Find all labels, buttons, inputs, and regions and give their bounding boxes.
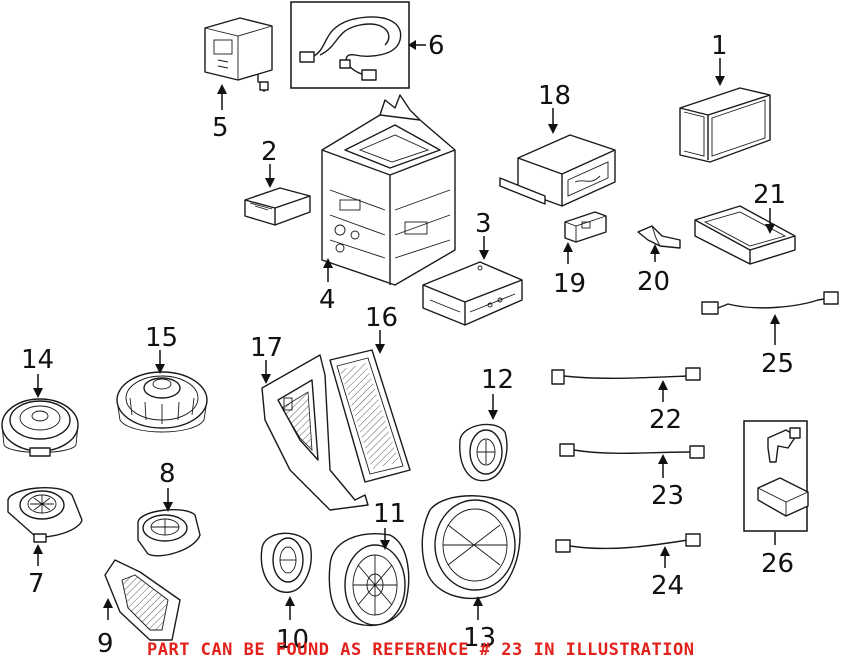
label-4: 4 [319,285,336,315]
label-5: 5 [212,113,229,143]
part-16-panel [329,349,411,483]
part-15-woofer [116,371,208,433]
label-7: 7 [28,569,45,599]
label-19: 19 [553,269,586,299]
label-18: 18 [538,81,571,111]
part-17-bracket [261,354,369,511]
label-21: 21 [753,180,786,210]
part-18-drawer [499,134,616,207]
part-5-module [204,17,273,92]
reference-labels: 1 5 6 2 4 3 18 19 20 21 25 14 15 17 16 1… [21,31,794,659]
label-14: 14 [21,345,54,375]
part-19-bracket [564,211,607,243]
part-3-module [422,261,523,326]
part-12-speaker [459,423,508,482]
label-3: 3 [475,209,492,239]
label-12: 12 [481,365,514,395]
callout-arrows [33,40,780,620]
part-22-cable [551,367,701,385]
part-4-carrier [321,94,456,286]
label-15: 15 [145,323,178,353]
part-9-grille [104,559,181,641]
label-9: 9 [97,629,114,659]
part-20-bracket [637,225,681,249]
label-6: 6 [428,31,445,61]
label-13: 13 [463,623,496,653]
part-26-sensors [743,420,809,532]
label-25: 25 [761,349,794,379]
label-16: 16 [365,303,398,333]
part-6-harness [290,1,410,89]
label-20: 20 [637,267,670,297]
label-2: 2 [261,137,278,167]
part-24-cable [555,533,701,553]
label-22: 22 [649,405,682,435]
reference-note: PART CAN BE FOUND AS REFERENCE # 23 IN I… [147,640,694,660]
part-14-speaker [1,398,79,457]
label-10: 10 [276,625,309,655]
label-26: 26 [761,549,794,579]
label-17: 17 [250,333,283,363]
part-10-speaker [260,532,312,593]
part-7-tweeter [7,487,83,543]
part-21-tray [694,205,796,265]
part-23-cable [559,443,705,459]
label-1: 1 [711,31,728,61]
label-8: 8 [159,459,176,489]
part-8-speaker [137,509,201,557]
label-11: 11 [373,499,406,529]
part-11-woofer [328,533,410,627]
part-25-cable [701,291,839,315]
part-13-woofer [421,495,521,600]
label-23: 23 [651,481,684,511]
part-1-display [679,87,771,163]
part-2-module [244,187,311,226]
label-24: 24 [651,571,684,601]
